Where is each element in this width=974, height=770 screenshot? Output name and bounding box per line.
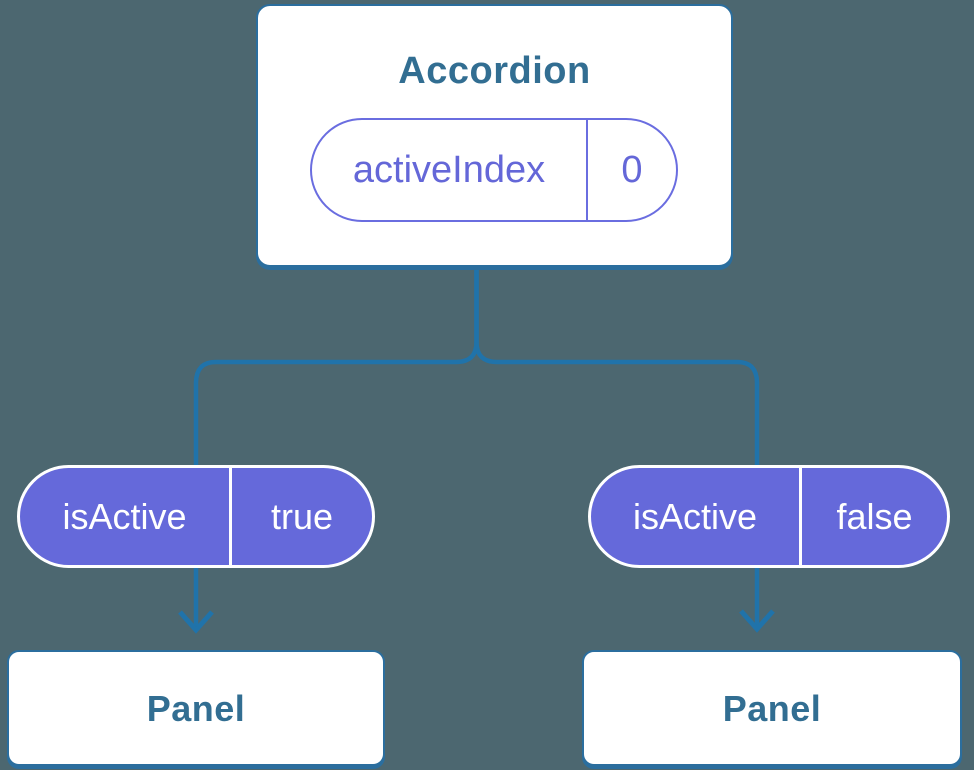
arrowhead-right bbox=[739, 609, 775, 633]
prop-name: isActive bbox=[62, 495, 187, 537]
panel-node-right bbox=[582, 650, 962, 766]
prop-value: true bbox=[270, 495, 334, 537]
prop-pill-isactive-false: isActive false bbox=[588, 465, 950, 568]
pill-divider bbox=[586, 120, 588, 220]
branch-line-left bbox=[193, 268, 479, 626]
arrowhead-left bbox=[178, 610, 214, 634]
prop-value: false bbox=[836, 495, 913, 537]
pill-divider bbox=[799, 468, 802, 565]
pill-divider bbox=[229, 468, 232, 565]
panel-title-left: Panel bbox=[146, 688, 246, 729]
state-value: 0 bbox=[621, 148, 643, 191]
panel-title-right: Panel bbox=[722, 688, 822, 729]
accordion-title: Accordion bbox=[398, 50, 591, 92]
prop-name: isActive bbox=[632, 495, 758, 537]
branch-line-right bbox=[474, 268, 760, 626]
prop-pill-isactive-true: isActive true bbox=[17, 465, 375, 568]
panel-node-left bbox=[7, 650, 385, 766]
state-pill-activeindex: activeIndex 0 bbox=[310, 118, 678, 222]
state-name: activeIndex bbox=[352, 148, 546, 191]
